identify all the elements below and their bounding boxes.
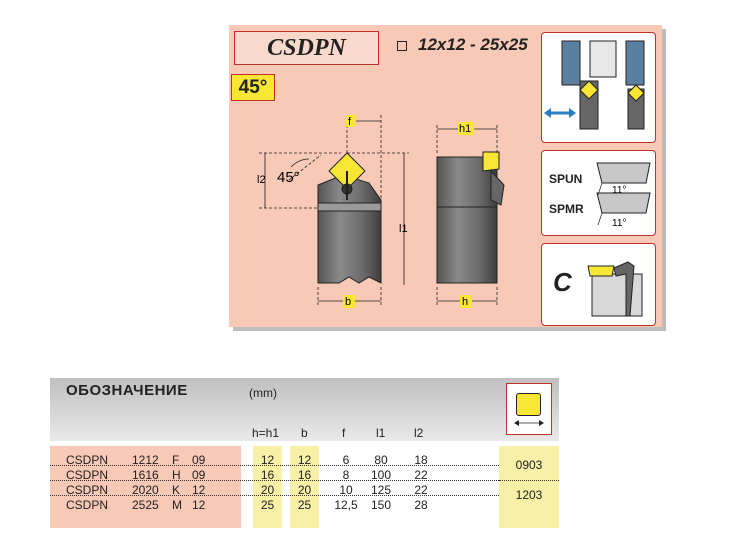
cell-size: 1212 xyxy=(132,453,159,467)
grade-spmr: SPMR xyxy=(549,202,584,216)
row-divider xyxy=(50,495,499,496)
dim-l1-label: l1 xyxy=(399,223,408,235)
cell-l1: 80 xyxy=(374,453,388,467)
angle-badge: 45° xyxy=(231,74,275,101)
cell-size: 2525 xyxy=(132,498,159,512)
title-frame xyxy=(234,31,379,65)
side-view xyxy=(436,151,505,284)
code-column-bg xyxy=(50,446,241,528)
tool-title: CSDPN xyxy=(267,35,346,61)
col-header-f: f xyxy=(342,426,346,440)
insert-section-diagram: 11° 11° xyxy=(596,162,651,229)
cell-f: 10 xyxy=(339,483,353,497)
insert-column-bg xyxy=(499,446,559,528)
cell-length-code: F xyxy=(172,453,180,467)
h-column-bg xyxy=(253,446,282,528)
front-view xyxy=(317,152,382,284)
dim-b-label-bg xyxy=(343,295,355,308)
table-header xyxy=(50,378,499,441)
col-header-l2: l2 xyxy=(414,426,424,440)
row-divider xyxy=(50,480,499,481)
dim-h-label-bg xyxy=(460,295,472,308)
insert-code-1203: 1203 xyxy=(515,488,543,502)
cell-f: 6 xyxy=(342,453,350,467)
cell-length-code: M xyxy=(172,498,182,512)
cell-insert-size: 12 xyxy=(192,498,206,512)
cell-f: 12,5 xyxy=(334,498,358,512)
col-header-b: b xyxy=(301,426,308,440)
b-column-bg xyxy=(290,446,319,528)
cell-prefix: CSDPN xyxy=(66,483,109,497)
insert-grade-box: 11° 11° xyxy=(541,150,656,236)
cell-prefix: CSDPN xyxy=(66,453,109,467)
grade-spun: SPUN xyxy=(549,172,583,186)
col-header-l1: l1 xyxy=(376,426,386,440)
cell-insert-size: 09 xyxy=(192,453,206,467)
clamp-type-letter: C xyxy=(553,267,572,297)
cell-b: 25 xyxy=(297,498,312,512)
cell-h: 12 xyxy=(260,453,275,467)
cell-l1: 150 xyxy=(370,498,392,512)
arrow-left-icon xyxy=(544,108,551,118)
side-turning-diagram xyxy=(544,40,645,130)
dim-b-label: b xyxy=(345,296,351,308)
cell-b: 20 xyxy=(297,483,312,497)
dim-l2-label: l2 xyxy=(257,174,266,186)
insert-code-0903: 0903 xyxy=(515,458,543,472)
cell-length-code: K xyxy=(172,483,181,497)
clamp-diagram xyxy=(587,261,643,317)
dim-h1-label: h1 xyxy=(459,123,471,135)
cell-prefix: CSDPN xyxy=(66,498,109,512)
clearance-angle-1: 11° xyxy=(612,185,626,196)
cell-insert-size: 09 xyxy=(192,468,206,482)
size-range: 12x12 - 25x25 xyxy=(418,35,528,54)
cell-l1: 100 xyxy=(370,468,392,482)
cell-b: 16 xyxy=(297,468,312,482)
dim-f-label-bg xyxy=(346,115,356,127)
cell-l2: 28 xyxy=(414,498,428,512)
cell-l2: 22 xyxy=(414,483,428,497)
dim-h-label: h xyxy=(462,296,468,308)
cell-h: 20 xyxy=(260,483,275,497)
arrow-right-icon xyxy=(569,108,576,118)
unit-label: (mm) xyxy=(249,386,277,400)
cell-l1: 125 xyxy=(370,483,392,497)
dim-h1-label-bg xyxy=(458,122,474,135)
cell-l2: 22 xyxy=(414,468,428,482)
cell-prefix: CSDPN xyxy=(66,468,109,482)
insert-square-icon xyxy=(516,393,541,416)
cell-h: 16 xyxy=(260,468,275,482)
cell-size: 1616 xyxy=(132,468,159,482)
cell-l2: 18 xyxy=(414,453,428,467)
insert-size-arrow-icon xyxy=(514,420,544,426)
square-shank-icon xyxy=(397,41,407,51)
clearance-angle-2: 11° xyxy=(612,218,626,229)
cell-insert-size: 12 xyxy=(192,483,206,497)
cell-size: 2020 xyxy=(132,483,159,497)
designation-heading: ОБОЗНАЧЕНИЕ xyxy=(66,382,188,399)
dim-f-label: f xyxy=(348,116,352,128)
tool-holder-drawing: f l2 l1 45° b h h1 xyxy=(257,115,505,308)
application-diagram-box xyxy=(541,32,656,143)
cell-b: 12 xyxy=(297,453,312,467)
cell-h: 25 xyxy=(260,498,275,512)
insert-divider xyxy=(499,480,559,481)
row-divider xyxy=(50,465,499,466)
cell-f: 8 xyxy=(342,468,350,482)
dimension-lines xyxy=(259,115,498,305)
clamping-system-box xyxy=(541,243,656,326)
col-header-h: h=h1 xyxy=(252,426,280,440)
angle-label: 45° xyxy=(277,169,300,186)
cell-length-code: H xyxy=(172,468,181,482)
